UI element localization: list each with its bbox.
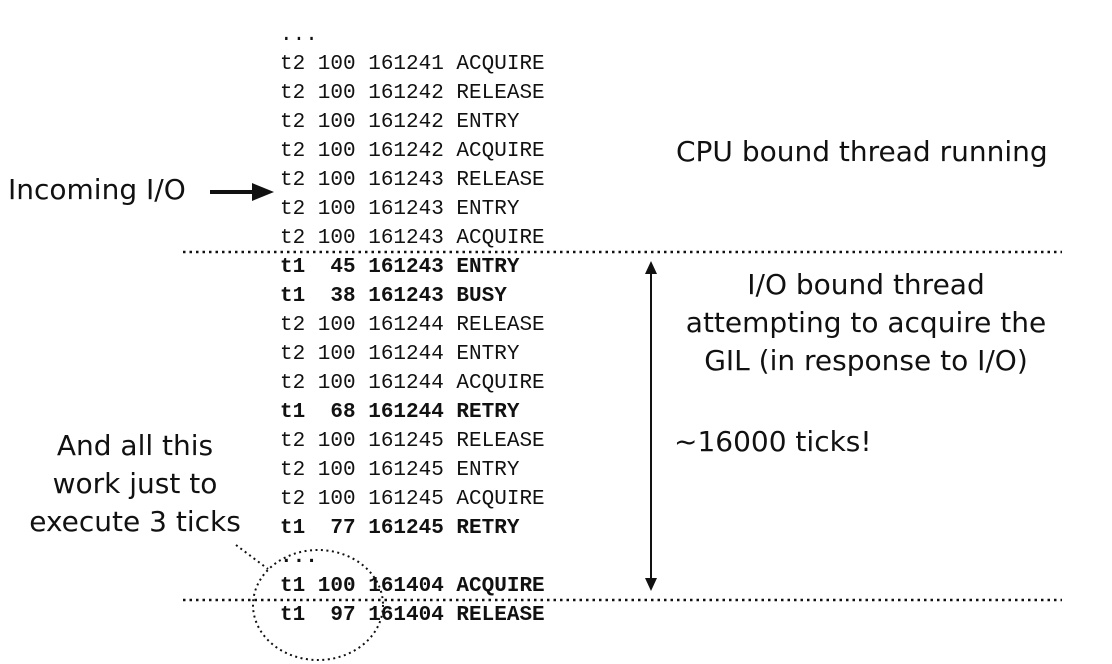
trace-line: t2 100 161242 ENTRY — [280, 111, 520, 134]
trace-line: t2 100 161243 RELEASE — [280, 169, 545, 192]
trace-line: t2 100 161245 ACQUIRE — [280, 488, 545, 511]
trace-line: t2 100 161242 ACQUIRE — [280, 140, 545, 163]
cpu-bound-label: CPU bound thread running — [676, 135, 1048, 168]
trace-line: t2 100 161243 ENTRY — [280, 198, 520, 221]
io-bound-line-3: GIL (in response to I/O) — [704, 344, 1028, 377]
trace-line: t2 100 161244 ENTRY — [280, 343, 520, 366]
span-double-arrow-icon — [645, 261, 657, 591]
trace-line: t1 77 161245 RETRY — [280, 517, 520, 540]
trace-line: t2 100 161244 RELEASE — [280, 314, 545, 337]
trace-line: t2 100 161241 ACQUIRE — [280, 53, 545, 76]
incoming-io-arrow-icon — [210, 183, 274, 201]
trace-line: t2 100 161244 ACQUIRE — [280, 372, 545, 395]
io-bound-line-1: I/O bound thread — [747, 268, 985, 301]
trace-line: t1 38 161243 BUSY — [280, 285, 507, 308]
trace-line: t2 100 161245 ENTRY — [280, 459, 520, 482]
io-bound-line-2: attempting to acquire the — [685, 306, 1047, 339]
pointer-line — [235, 544, 269, 570]
trace-line: t2 100 161243 ACQUIRE — [280, 227, 545, 250]
all-work-line-2: work just to — [52, 467, 218, 500]
trace-line: t1 97 161404 RELEASE — [280, 604, 545, 627]
incoming-io-label: Incoming I/O — [8, 173, 186, 206]
all-work-line-3: execute 3 ticks — [29, 505, 241, 538]
trace-line: t1 100 161404 ACQUIRE — [280, 575, 545, 598]
all-work-line-1: And all this — [56, 429, 214, 462]
trace-line: ... — [280, 546, 318, 569]
ticks-label: ~16000 ticks! — [674, 425, 872, 458]
trace-line: t1 68 161244 RETRY — [280, 401, 520, 424]
trace-line: ... — [280, 24, 318, 47]
all-work-label: And all this work just to execute 3 tick… — [20, 427, 250, 541]
trace-line: t1 45 161243 ENTRY — [280, 256, 520, 279]
io-bound-label: I/O bound thread attempting to acquire t… — [676, 266, 1056, 380]
trace-line: t2 100 161245 RELEASE — [280, 430, 545, 453]
highlight-ellipse — [252, 549, 384, 661]
trace-line: t2 100 161242 RELEASE — [280, 82, 545, 105]
